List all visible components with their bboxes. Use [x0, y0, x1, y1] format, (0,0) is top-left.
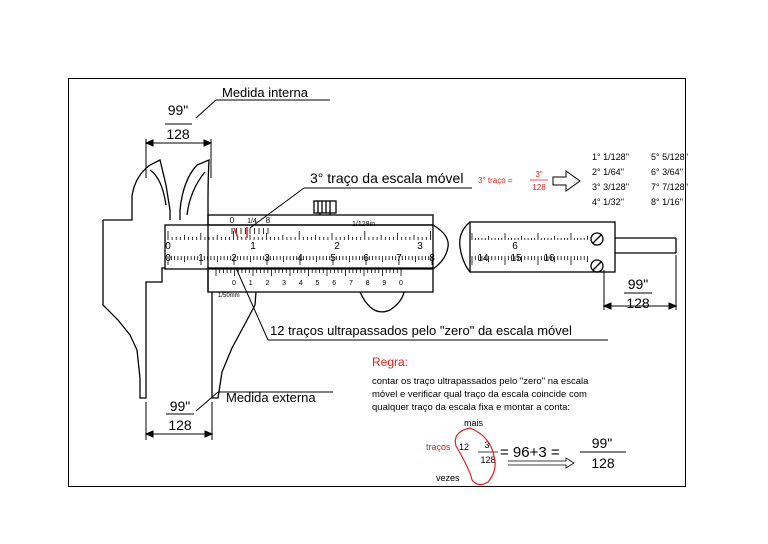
internal-fraction-num: 99" [168, 102, 189, 118]
mm-number: 3 [264, 253, 270, 264]
vernier-mm-number: 7 [349, 280, 353, 287]
vernier-mm-number: 5 [316, 280, 320, 287]
twelve-traces-label: 12 traços ultrapassados pelo "zero" da e… [270, 323, 572, 338]
twelve-traces-pointer [235, 267, 608, 341]
vernier-mm-number: 3 [282, 280, 286, 287]
rule-mais: mais [464, 418, 484, 428]
fraction-entry: 5° 5/128'' [651, 152, 688, 162]
right-fraction-den: 128 [626, 295, 650, 311]
rule-vezes: vezes [436, 473, 460, 483]
rule-line: móvel e verificar qual traço da escala c… [372, 389, 587, 400]
mm-scale-numbers: 0 1 2 3 4 5 6 7 8 [165, 253, 435, 264]
mm-right-number: 16 [543, 253, 555, 264]
mm-number: 8 [429, 253, 435, 264]
rule-section: Regra: contar os traço ultrapassados pel… [372, 355, 626, 486]
third-trace-pointer [249, 187, 472, 229]
third-trace-label: 3° traço da escala móvel [310, 170, 463, 186]
external-fraction-num: 99" [170, 398, 191, 414]
fraction-entry: 3° 3/128'' [592, 182, 629, 192]
vernier-mm-number: 8 [366, 280, 370, 287]
mm-number: 5 [330, 253, 336, 264]
rule-result-num: 99" [592, 435, 613, 451]
caliper-body [102, 159, 677, 399]
rule-frac-den: 128 [480, 455, 495, 465]
scale-ticks [167, 228, 588, 276]
internal-label: Medida interna [222, 85, 309, 100]
mm-number: 7 [396, 253, 402, 264]
third-trace-formula: 3° traço = [478, 176, 513, 185]
fraction-entry: 2° 1/64'' [592, 167, 624, 177]
vernier-mm-number: 9 [382, 280, 386, 287]
mm-number: 6 [363, 253, 369, 264]
vernier-label-bottom: 1/50mm [218, 293, 240, 299]
inch-number: 2 [334, 241, 340, 252]
fraction-entry: 1° 1/128'' [592, 152, 629, 162]
fraction-entry: 4° 1/32'' [592, 197, 624, 207]
vernier-mm-number: 2 [265, 280, 269, 287]
vernier-mm-number: 0 [232, 280, 236, 287]
rule-title: Regra: [372, 355, 408, 369]
vernier-mm-number: 4 [299, 280, 303, 287]
fraction-entry: 7° 7/128'' [651, 182, 688, 192]
coincidence-marker [233, 227, 248, 239]
rule-line: contar os traço ultrapassados pelo "zero… [372, 376, 589, 387]
vernier-inch-number: 8 [266, 216, 271, 225]
rule-line: qualquer traço da escala fixa e montar a… [372, 402, 570, 413]
inch-scale-numbers: 0 1 2 3 0 1/4 8 1/128in [165, 216, 423, 252]
fraction-entry: 6° 3/64'' [651, 167, 683, 177]
third-trace-formula-den: 128 [532, 183, 546, 192]
vernier-mm-numbers: 0 1 2 3 4 5 6 7 8 9 0 [232, 280, 403, 287]
mm-number: 2 [231, 253, 237, 264]
internal-dimension [144, 99, 330, 178]
vernier-mm-number: 0 [399, 280, 403, 287]
rule-result-den: 128 [591, 455, 615, 471]
mm-number: 1 [198, 253, 204, 264]
inch-number: 3 [417, 241, 423, 252]
vernier-mm-number: 1 [249, 280, 253, 287]
right-dimension [602, 255, 678, 310]
figure-frame [68, 78, 686, 487]
mm-number: 4 [297, 253, 303, 264]
rule-frac-num: 3 [484, 440, 489, 450]
red-loop [454, 427, 496, 486]
internal-fraction-den: 128 [166, 126, 190, 142]
vernier-mm-number: 6 [332, 280, 336, 287]
fraction-entry: 8° 1/16'' [651, 197, 683, 207]
inch-number: 1 [250, 241, 256, 252]
right-arrow-icon [552, 170, 581, 192]
external-fraction-den: 128 [168, 417, 192, 433]
inch-number: 0 [165, 241, 171, 252]
external-label: Medida externa [226, 390, 316, 405]
fraction-table: 1° 1/128'' 2° 1/64'' 3° 3/128'' 4° 1/32'… [592, 152, 688, 207]
arrow-icon [508, 457, 575, 469]
right-fraction-num: 99" [628, 276, 649, 292]
vernier-inch-number: 0 [230, 216, 235, 225]
rule-whole: 12 [459, 442, 469, 452]
rule-equation: = 96+3 = [500, 444, 560, 461]
mm-right-number: 6 [512, 241, 518, 252]
external-dimension [144, 391, 333, 440]
mm-right-number: 15 [510, 253, 522, 264]
mm-right-number: 14 [477, 253, 489, 264]
third-trace-formula-num: 3" [535, 170, 542, 179]
vernier-label-top: 1/128in [352, 221, 375, 228]
vernier-inch-number: 1/4 [247, 218, 257, 225]
rule-tracos: traços [426, 442, 451, 452]
mm-number: 0 [165, 253, 171, 264]
